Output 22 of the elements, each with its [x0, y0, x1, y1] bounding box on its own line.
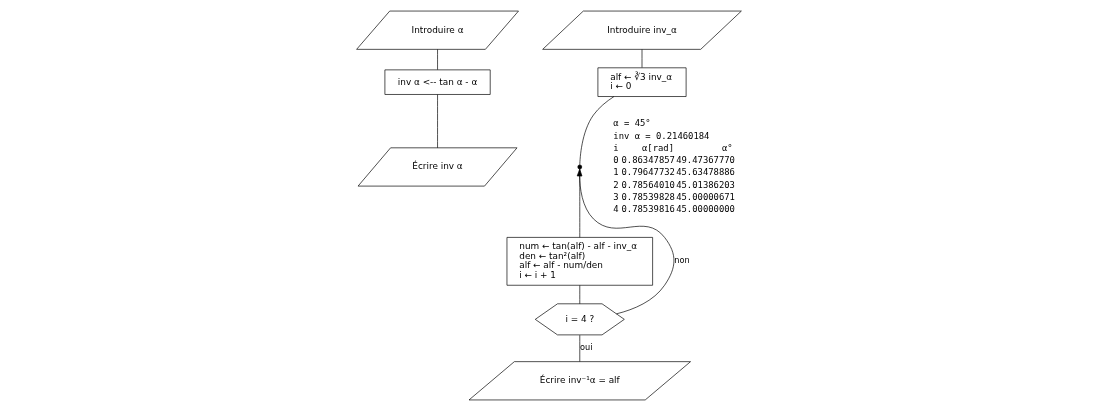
- label: inv α = 0.21460184: [612, 130, 709, 141]
- label: 0.78539828: [621, 192, 675, 203]
- label: 0.78564010: [621, 179, 675, 190]
- label: 4: [612, 204, 619, 215]
- label: 45.01386203: [675, 179, 735, 190]
- label: i: [612, 142, 619, 153]
- label: 1: [612, 167, 619, 178]
- label: 2: [612, 179, 619, 190]
- label: 49.47367770: [675, 155, 735, 166]
- label: α = 45°: [612, 118, 651, 129]
- label: 0.79647732: [621, 167, 675, 178]
- edge-label: non: [673, 255, 690, 266]
- label: α[rad]: [641, 142, 674, 153]
- label: 0: [612, 155, 619, 166]
- label: 45.00000000: [675, 204, 735, 215]
- label: 45.00000671: [675, 192, 735, 203]
- label: 45.63478886: [675, 167, 735, 178]
- label: 0.78539816: [621, 204, 675, 215]
- edge-label: oui: [579, 342, 593, 353]
- label: α°: [721, 142, 733, 153]
- label: 3: [612, 192, 619, 203]
- label: 0.86347857: [621, 155, 675, 166]
